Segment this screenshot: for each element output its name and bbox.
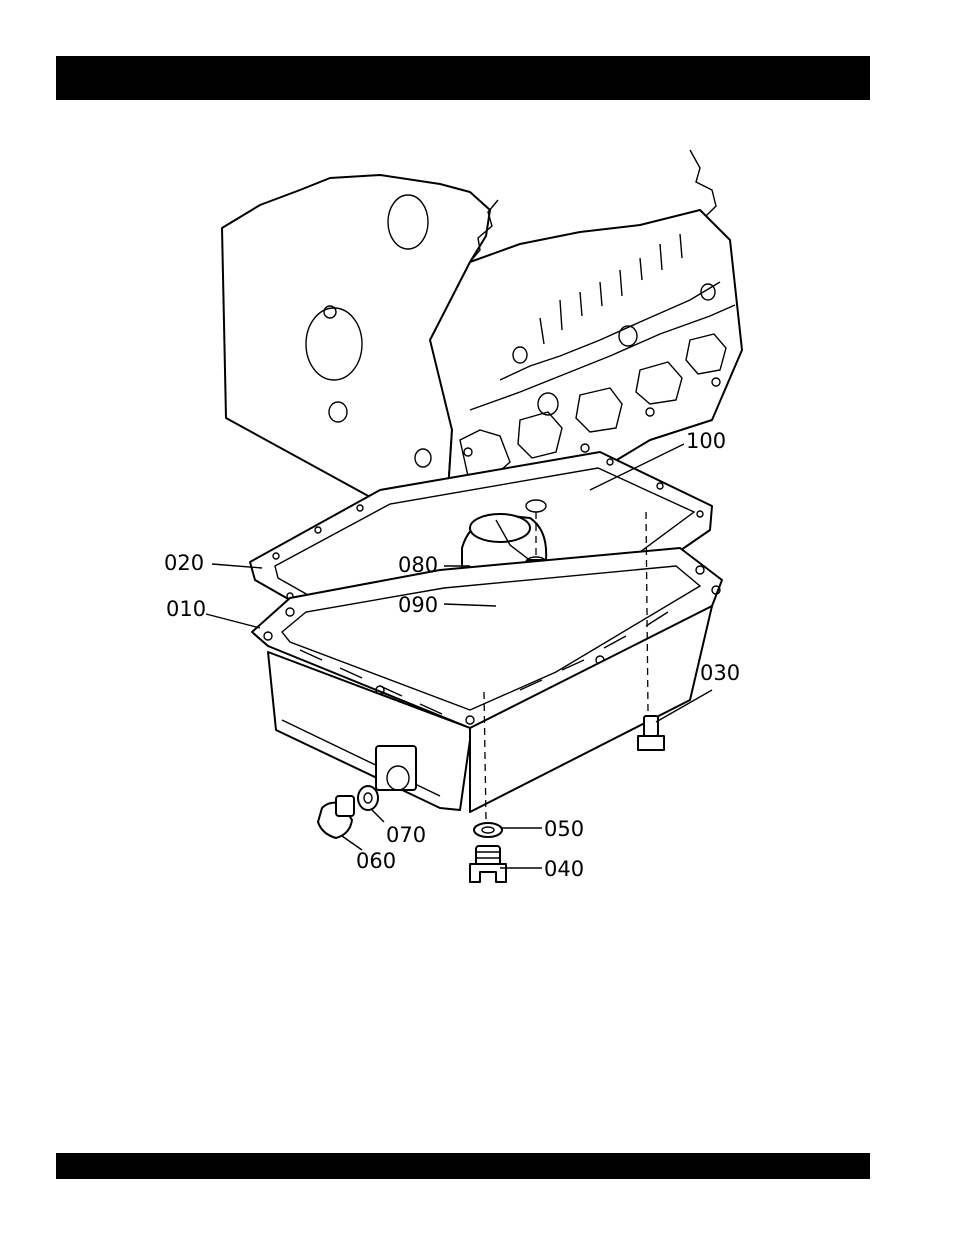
fitting-040 <box>470 846 506 882</box>
label-040: 040 <box>544 857 584 881</box>
label-050: 050 <box>544 817 584 841</box>
label-010: 010 <box>166 597 206 621</box>
label-080: 080 <box>398 553 438 577</box>
leader-060 <box>342 836 362 850</box>
label-070: 070 <box>386 823 426 847</box>
label-090: 090 <box>398 593 438 617</box>
label-100: 100 <box>686 429 726 453</box>
washer-050 <box>474 823 502 837</box>
footer-bar <box>56 1153 870 1179</box>
label-020: 020 <box>164 551 204 575</box>
washer-070 <box>358 786 378 810</box>
drain-plug-060 <box>318 796 354 838</box>
leader-010 <box>206 614 260 628</box>
label-060: 060 <box>356 849 396 873</box>
leader-070 <box>372 810 384 822</box>
label-030: 030 <box>700 661 740 685</box>
